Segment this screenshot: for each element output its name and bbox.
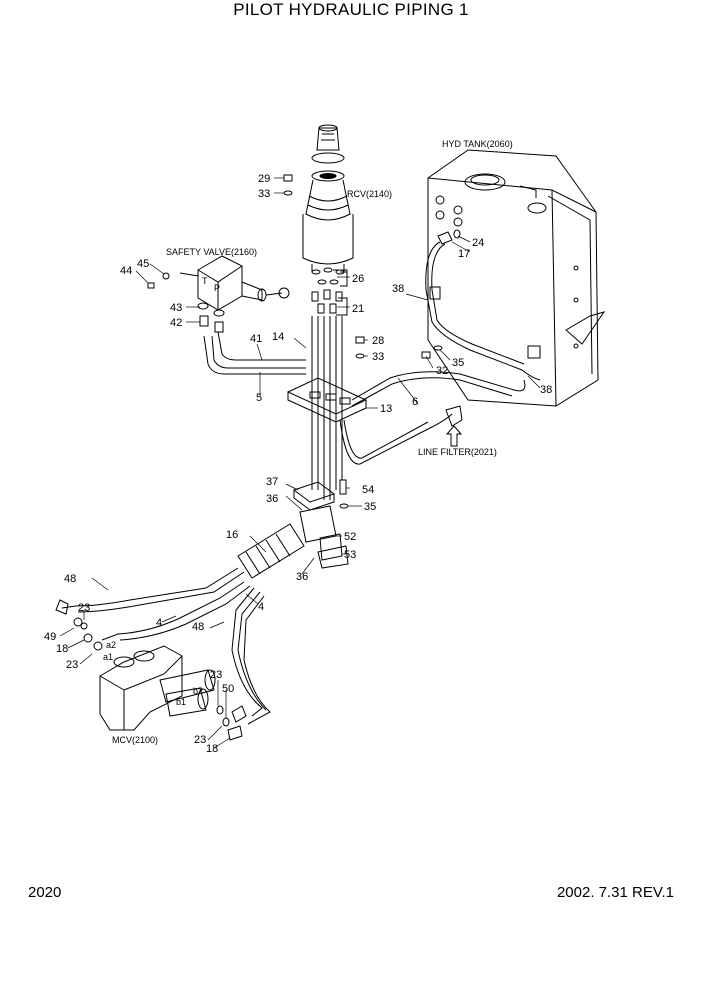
callout-17: 17 — [458, 248, 470, 260]
hydraulic-tank — [427, 149, 606, 407]
callout-26: 26 — [352, 273, 364, 285]
wrap-tape — [237, 523, 305, 579]
callout-29: 29 — [258, 173, 270, 185]
callout-38a: 38 — [392, 283, 404, 295]
callout-23a: 23 — [78, 602, 90, 614]
page-number: 2020 — [28, 884, 62, 901]
callout-23b: 23 — [66, 659, 78, 671]
safety-valve-label: SAFETY VALVE(2160) — [166, 247, 257, 257]
washer-33b — [355, 353, 365, 359]
port-a1: a1 — [103, 652, 113, 662]
callout-6: 6 — [412, 396, 418, 408]
rcv-fittings — [311, 267, 348, 316]
callout-50: 50 — [222, 683, 234, 695]
callout-41: 41 — [250, 333, 262, 345]
bolt-28 — [355, 336, 365, 344]
port-b1: b1 — [176, 697, 186, 707]
rcv-assembly — [302, 124, 354, 272]
callout-33b: 33 — [372, 351, 384, 363]
port-t: T — [202, 276, 208, 286]
callout-23c: 23 — [210, 669, 222, 681]
callout-4a: 4 — [258, 601, 264, 613]
page-title: PILOT HYDRAULIC PIPING 1 — [233, 0, 469, 19]
callout-36b: 36 — [296, 571, 308, 583]
line-filter-label: LINE FILTER(2021) — [418, 447, 497, 457]
callout-49: 49 — [44, 631, 56, 643]
callout-54: 54 — [362, 484, 374, 496]
callout-52: 52 — [344, 531, 356, 543]
callout-33: 33 — [258, 188, 270, 200]
callout-45: 45 — [137, 258, 149, 270]
callout-44: 44 — [120, 265, 132, 277]
bolt-29 — [283, 174, 293, 182]
callout-21: 21 — [352, 303, 364, 315]
callout-28: 28 — [372, 335, 384, 347]
callout-35b: 35 — [364, 501, 376, 513]
callout-36a: 36 — [266, 493, 278, 505]
arrow-up-icon — [445, 425, 463, 447]
callout-14: 14 — [272, 331, 284, 343]
callout-4b: 4 — [156, 617, 162, 629]
callout-53: 53 — [344, 549, 356, 561]
washer-35a — [433, 345, 443, 351]
callout-5: 5 — [256, 392, 262, 404]
pipe-clamps — [292, 479, 349, 569]
fitting-17 — [437, 231, 453, 245]
callout-18a: 18 — [56, 643, 68, 655]
rcv-label: RCV(2140) — [347, 189, 392, 199]
mcv-block — [73, 617, 247, 741]
safety-valve — [147, 255, 290, 333]
callout-18b: 18 — [206, 743, 218, 755]
o-ring-24 — [453, 229, 461, 239]
callout-38b: 38 — [540, 384, 552, 396]
hyd-tank-label: HYD TANK(2060) — [442, 139, 513, 149]
port-b2: b2 — [193, 686, 203, 696]
leader-lines — [59, 177, 541, 749]
mcv-label: MCV(2100) — [112, 735, 158, 745]
port-a2: a2 — [106, 640, 116, 650]
bolt-32 — [421, 351, 431, 359]
callout-48a: 48 — [64, 573, 76, 585]
date-revision: 2002. 7.31 REV.1 — [556, 884, 674, 901]
callout-37: 37 — [266, 476, 278, 488]
callout-35: 35 — [452, 357, 464, 369]
callout-13: 13 — [380, 403, 392, 415]
port-p: P — [214, 283, 220, 293]
callout-16: 16 — [226, 529, 238, 541]
callout-48b: 48 — [192, 621, 204, 633]
callout-43: 43 — [170, 302, 182, 314]
callout-32: 32 — [436, 365, 448, 377]
callout-42: 42 — [170, 317, 182, 329]
washer-33 — [283, 190, 293, 196]
pilot-pipes — [55, 241, 541, 725]
mounting-plate — [286, 377, 368, 423]
callout-24: 24 — [472, 237, 484, 249]
callout-23d: 23 — [194, 734, 206, 746]
